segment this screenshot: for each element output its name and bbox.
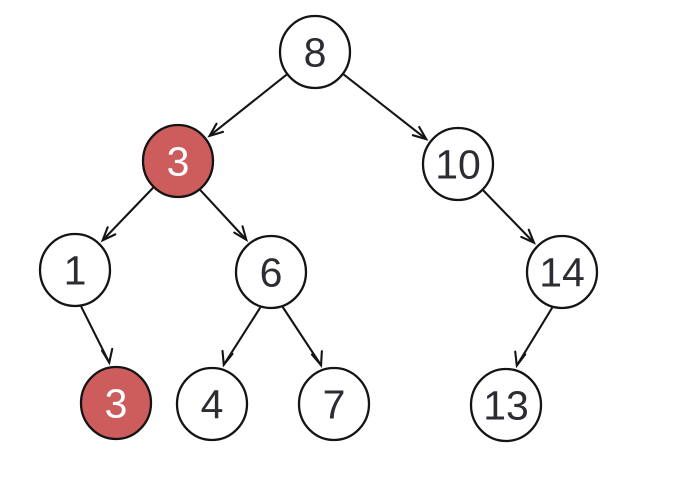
- arrowhead-icon: [100, 347, 114, 366]
- arrowhead-icon: [100, 226, 117, 243]
- arrowhead-icon: [514, 350, 527, 369]
- arrowhead-icon: [221, 349, 234, 368]
- arrowhead-icon: [233, 225, 249, 242]
- node-label: 10: [435, 142, 481, 188]
- edge-line: [281, 306, 322, 366]
- edge-line: [515, 307, 554, 367]
- tree-node-1: 1: [38, 232, 112, 308]
- edge-line: [101, 186, 154, 242]
- node-circle: [79, 365, 153, 441]
- tree-node-3-highlighted: 3: [79, 365, 153, 441]
- node-circle: [175, 366, 249, 442]
- arrowhead-icon: [411, 125, 429, 141]
- node-circle: [278, 14, 352, 90]
- node-label: 13: [483, 383, 529, 429]
- node-label: 8: [304, 30, 327, 76]
- tree-node-14: 14: [525, 234, 599, 310]
- node-circle: [469, 367, 543, 443]
- tree-edge-14-13: [514, 307, 554, 369]
- tree-node-6: 6: [234, 234, 308, 310]
- node-circle: [525, 234, 599, 310]
- edge-line: [222, 306, 262, 366]
- node-circle: [234, 234, 308, 310]
- arrowhead-icon: [310, 350, 323, 368]
- node-circle: [421, 126, 495, 202]
- tree-node-10: 10: [421, 126, 495, 202]
- tree-edge-8-10: [342, 73, 429, 141]
- arrowhead-icon: [520, 228, 536, 245]
- tree-edge-10-14: [482, 189, 536, 245]
- node-circle: [141, 123, 215, 199]
- node-circle: [297, 366, 371, 442]
- edge-line: [199, 189, 248, 241]
- node-label: 3: [167, 139, 190, 185]
- tree-edge-6-7: [281, 306, 323, 368]
- tree-edge-3-6: [199, 189, 249, 242]
- node-label: 4: [201, 382, 224, 428]
- node-label: 6: [260, 250, 283, 296]
- tree-node-4: 4: [175, 366, 249, 442]
- tree-edge-8-3: [207, 73, 288, 138]
- tree-edge-1-3: [80, 305, 114, 366]
- node-label: 7: [323, 382, 346, 428]
- tree-node-13: 13: [469, 367, 543, 443]
- node-label: 1: [64, 248, 87, 294]
- tree-edge-3-1: [100, 186, 154, 243]
- tree-node-3-highlighted: 3: [141, 123, 215, 199]
- node-label: 14: [539, 250, 585, 296]
- node-label: 3: [105, 381, 128, 427]
- node-circle: [38, 232, 112, 308]
- tree-edge-6-4: [221, 306, 262, 368]
- arrowhead-icon: [207, 122, 225, 138]
- tree-node-7: 7: [297, 366, 371, 442]
- edge-line: [208, 73, 288, 137]
- edge-line: [342, 73, 427, 140]
- tree-node-8: 8: [278, 14, 352, 90]
- edge-line: [482, 189, 535, 244]
